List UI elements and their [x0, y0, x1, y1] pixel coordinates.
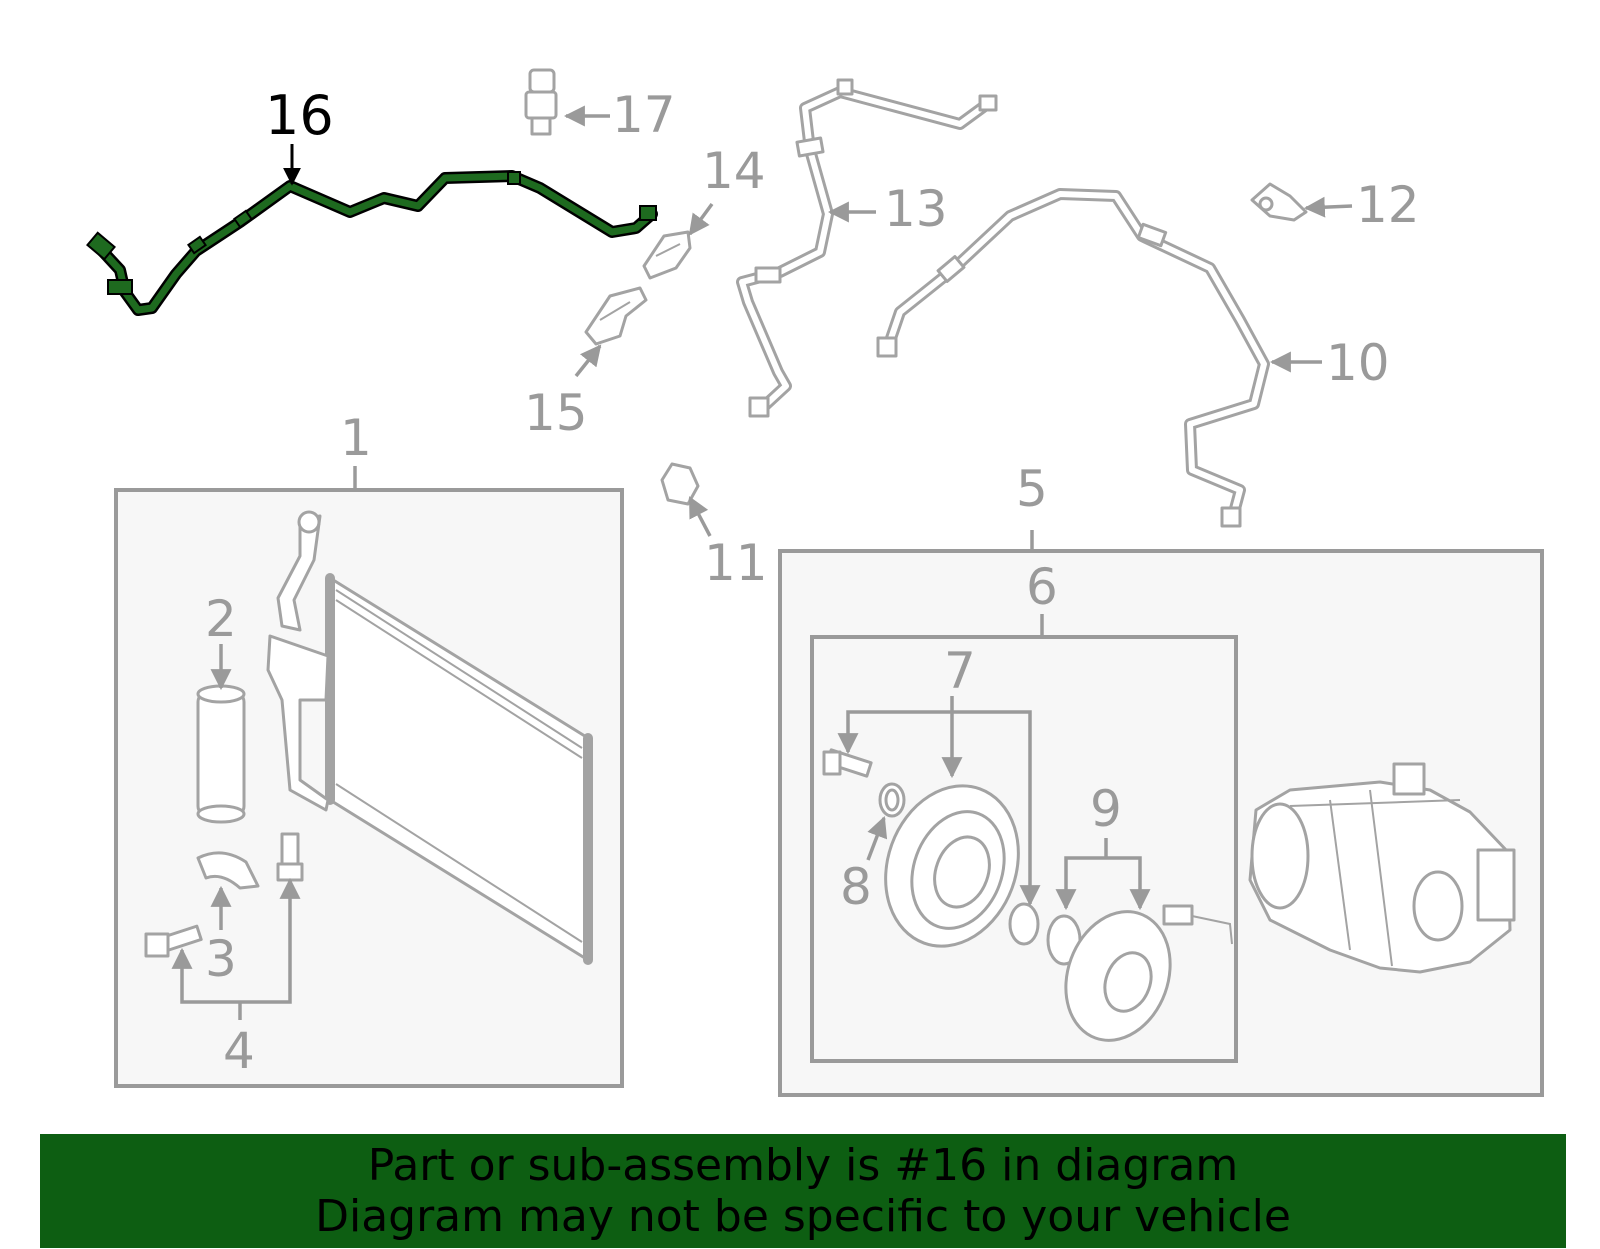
- part-14-bracket[interactable]: [642, 230, 692, 280]
- part-9-coil-rings[interactable]: [1008, 897, 1233, 1055]
- callout-11: 11: [704, 534, 768, 592]
- part-2-drier[interactable]: [196, 684, 246, 824]
- callout-4: 4: [223, 1022, 255, 1080]
- callout-lines: [171, 105, 1353, 1020]
- part-11-cap[interactable]: [660, 462, 700, 506]
- box-part-6: [810, 635, 1238, 1063]
- banner-line-2: Diagram may not be specific to your vehi…: [315, 1191, 1291, 1242]
- part-7-clutch-plate[interactable]: [822, 748, 1040, 965]
- callout-5: 5: [1016, 460, 1048, 518]
- part-15-bracket[interactable]: [584, 286, 648, 346]
- callout-13: 13: [884, 180, 948, 238]
- callout-15: 15: [524, 384, 588, 442]
- callout-9: 9: [1090, 780, 1122, 838]
- callout-3: 3: [205, 930, 237, 988]
- part-8-shim[interactable]: [878, 782, 906, 818]
- callout-12: 12: [1356, 176, 1420, 234]
- part-3-clamp[interactable]: [196, 851, 260, 890]
- callout-2: 2: [205, 590, 237, 648]
- callout-6: 6: [1026, 558, 1058, 616]
- part-17-switch[interactable]: [524, 68, 558, 136]
- part-10-hose[interactable]: [876, 188, 1270, 528]
- callout-8: 8: [840, 858, 872, 916]
- callout-16: 16: [265, 84, 334, 147]
- callout-7: 7: [944, 642, 976, 700]
- callout-1: 1: [340, 409, 372, 467]
- callout-14: 14: [702, 142, 766, 200]
- part-1-condenser[interactable]: [266, 510, 593, 965]
- banner-line-1: Part or sub-assembly is #16 in diagram: [367, 1140, 1239, 1191]
- part-4-bolts[interactable]: [144, 832, 304, 958]
- part-5-compressor[interactable]: [1248, 762, 1516, 974]
- part-12-clip[interactable]: [1250, 182, 1308, 222]
- info-banner: Part or sub-assembly is #16 in diagram D…: [40, 1134, 1566, 1248]
- part-13-pipe[interactable]: [736, 78, 998, 418]
- part-16-hose[interactable]: [86, 170, 658, 316]
- callout-17: 17: [612, 86, 676, 144]
- callout-10: 10: [1326, 334, 1390, 392]
